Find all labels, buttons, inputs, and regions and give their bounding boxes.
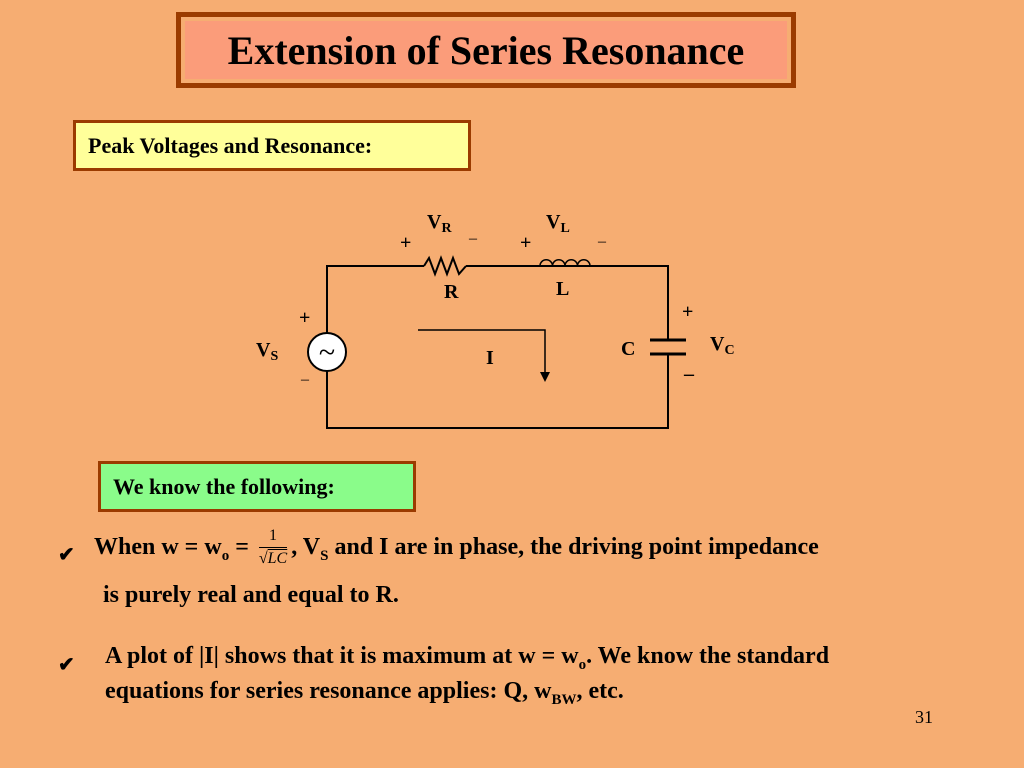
- vc-label: VC: [710, 333, 735, 358]
- known-facts-label: We know the following:: [98, 461, 416, 512]
- resonance-frequency-fraction: 1√LC: [258, 527, 288, 567]
- resistor-symbol: [423, 255, 467, 277]
- capacitor-label: C: [621, 338, 635, 360]
- bullet-current-maximum-line2: equations for series resonance applies: …: [105, 678, 624, 708]
- checkmark-icon: ✔: [58, 654, 75, 676]
- current-arrow: [418, 329, 550, 382]
- bullet-resonance-phase-line2: is purely real and equal to R.: [103, 582, 399, 608]
- vs-label: VS: [256, 339, 278, 364]
- inductor-label: L: [556, 278, 569, 300]
- peak-voltages-label: Peak Voltages and Resonance:: [73, 120, 471, 171]
- source-tilde: ~: [319, 336, 335, 369]
- slide-title: Extension of Series Resonance: [185, 21, 787, 79]
- vs-plus-sign: +: [299, 307, 310, 329]
- vr-minus-sign: –: [468, 230, 478, 247]
- circuit-wires: [326, 265, 669, 429]
- current-label: I: [486, 347, 494, 369]
- slide-number: 31: [915, 707, 933, 727]
- vc-plus-sign: +: [682, 301, 693, 323]
- bullet-current-maximum: A plot of |I| shows that it is maximum a…: [105, 643, 830, 673]
- capacitor-symbol: [650, 338, 686, 356]
- resistor-label: R: [444, 281, 459, 303]
- inductor-symbol: [539, 259, 591, 267]
- vr-label: VR: [427, 211, 452, 236]
- checkmark-icon: ✔: [58, 544, 75, 566]
- vl-plus-sign: +: [520, 232, 531, 254]
- voltage-source-symbol: [307, 332, 347, 372]
- vs-minus-sign: –: [300, 371, 310, 388]
- vl-minus-sign: –: [597, 233, 607, 250]
- vr-plus-sign: +: [400, 232, 411, 254]
- bullet-resonance-phase: When w = wo = 1√LC, VS and I are in phas…: [94, 527, 819, 573]
- title-frame: Extension of Series Resonance: [176, 12, 796, 88]
- vc-minus-sign: –: [683, 363, 695, 385]
- vl-label: VL: [546, 211, 570, 236]
